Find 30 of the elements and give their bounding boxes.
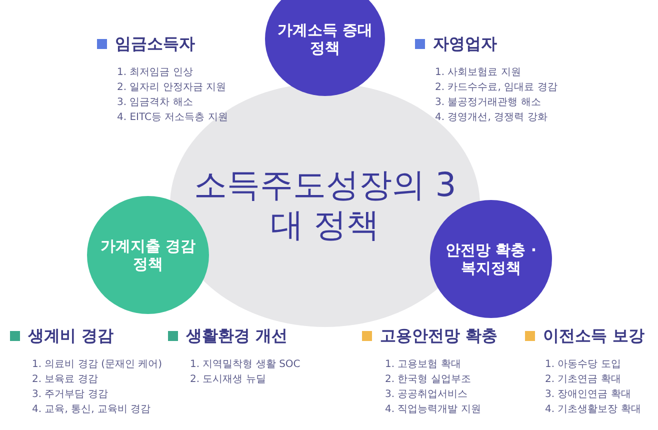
- list-item: 4. EITC등 저소득층 지원: [117, 111, 228, 124]
- list-item: 3. 장애인연금 확대: [545, 388, 631, 401]
- list-item: 1. 지역밀착형 생활 SOC: [190, 358, 300, 371]
- list-item: 2. 보육료 경감: [32, 373, 98, 386]
- section-heading: 생계비 경감: [28, 326, 114, 347]
- section-heading: 자영업자: [433, 34, 497, 55]
- section-heading: 고용안전망 확충: [380, 326, 498, 347]
- list-item: 1. 고용보험 확대: [385, 358, 461, 371]
- list-item: 2. 도시재생 뉴딜: [190, 373, 266, 386]
- list-item: 1. 의료비 경감 (문재인 케어): [32, 358, 162, 371]
- section-heading: 생활환경 개선: [186, 326, 288, 347]
- list-item: 3. 공공취업서비스: [385, 388, 468, 401]
- list-item: 2. 한국형 실업부조: [385, 373, 471, 386]
- list-item: 2. 일자리 안정자금 지원: [117, 81, 226, 94]
- list-item: 3. 주거부담 경감: [32, 388, 108, 401]
- list-item: 4. 기초생활보장 확대: [545, 403, 641, 416]
- section-heading: 이전소득 보강: [543, 326, 645, 347]
- list-item: 1. 최저임금 인상: [117, 66, 193, 79]
- list-item: 4. 교육, 통신, 교육비 경감: [32, 403, 151, 416]
- circle-label: 안전망 확충 ·복지정책: [444, 241, 538, 277]
- list-item: 4. 직업능력개발 지원: [385, 403, 481, 416]
- list-item: 1. 아동수당 도입: [545, 358, 621, 371]
- list-item: 1. 사회보험료 지원: [435, 66, 521, 79]
- list-item: 2. 기초연금 확대: [545, 373, 621, 386]
- circle-label: 가계소득 증대 정책: [276, 21, 374, 57]
- list-item: 3. 임금격차 해소: [117, 96, 193, 109]
- section-heading: 임금소득자: [115, 34, 195, 55]
- list-item: 2. 카드수수료, 임대료 경감: [435, 81, 558, 94]
- list-item: 3. 불공정거래관행 해소: [435, 96, 541, 109]
- list-item: 4. 경영개선, 경쟁력 강화: [435, 111, 548, 124]
